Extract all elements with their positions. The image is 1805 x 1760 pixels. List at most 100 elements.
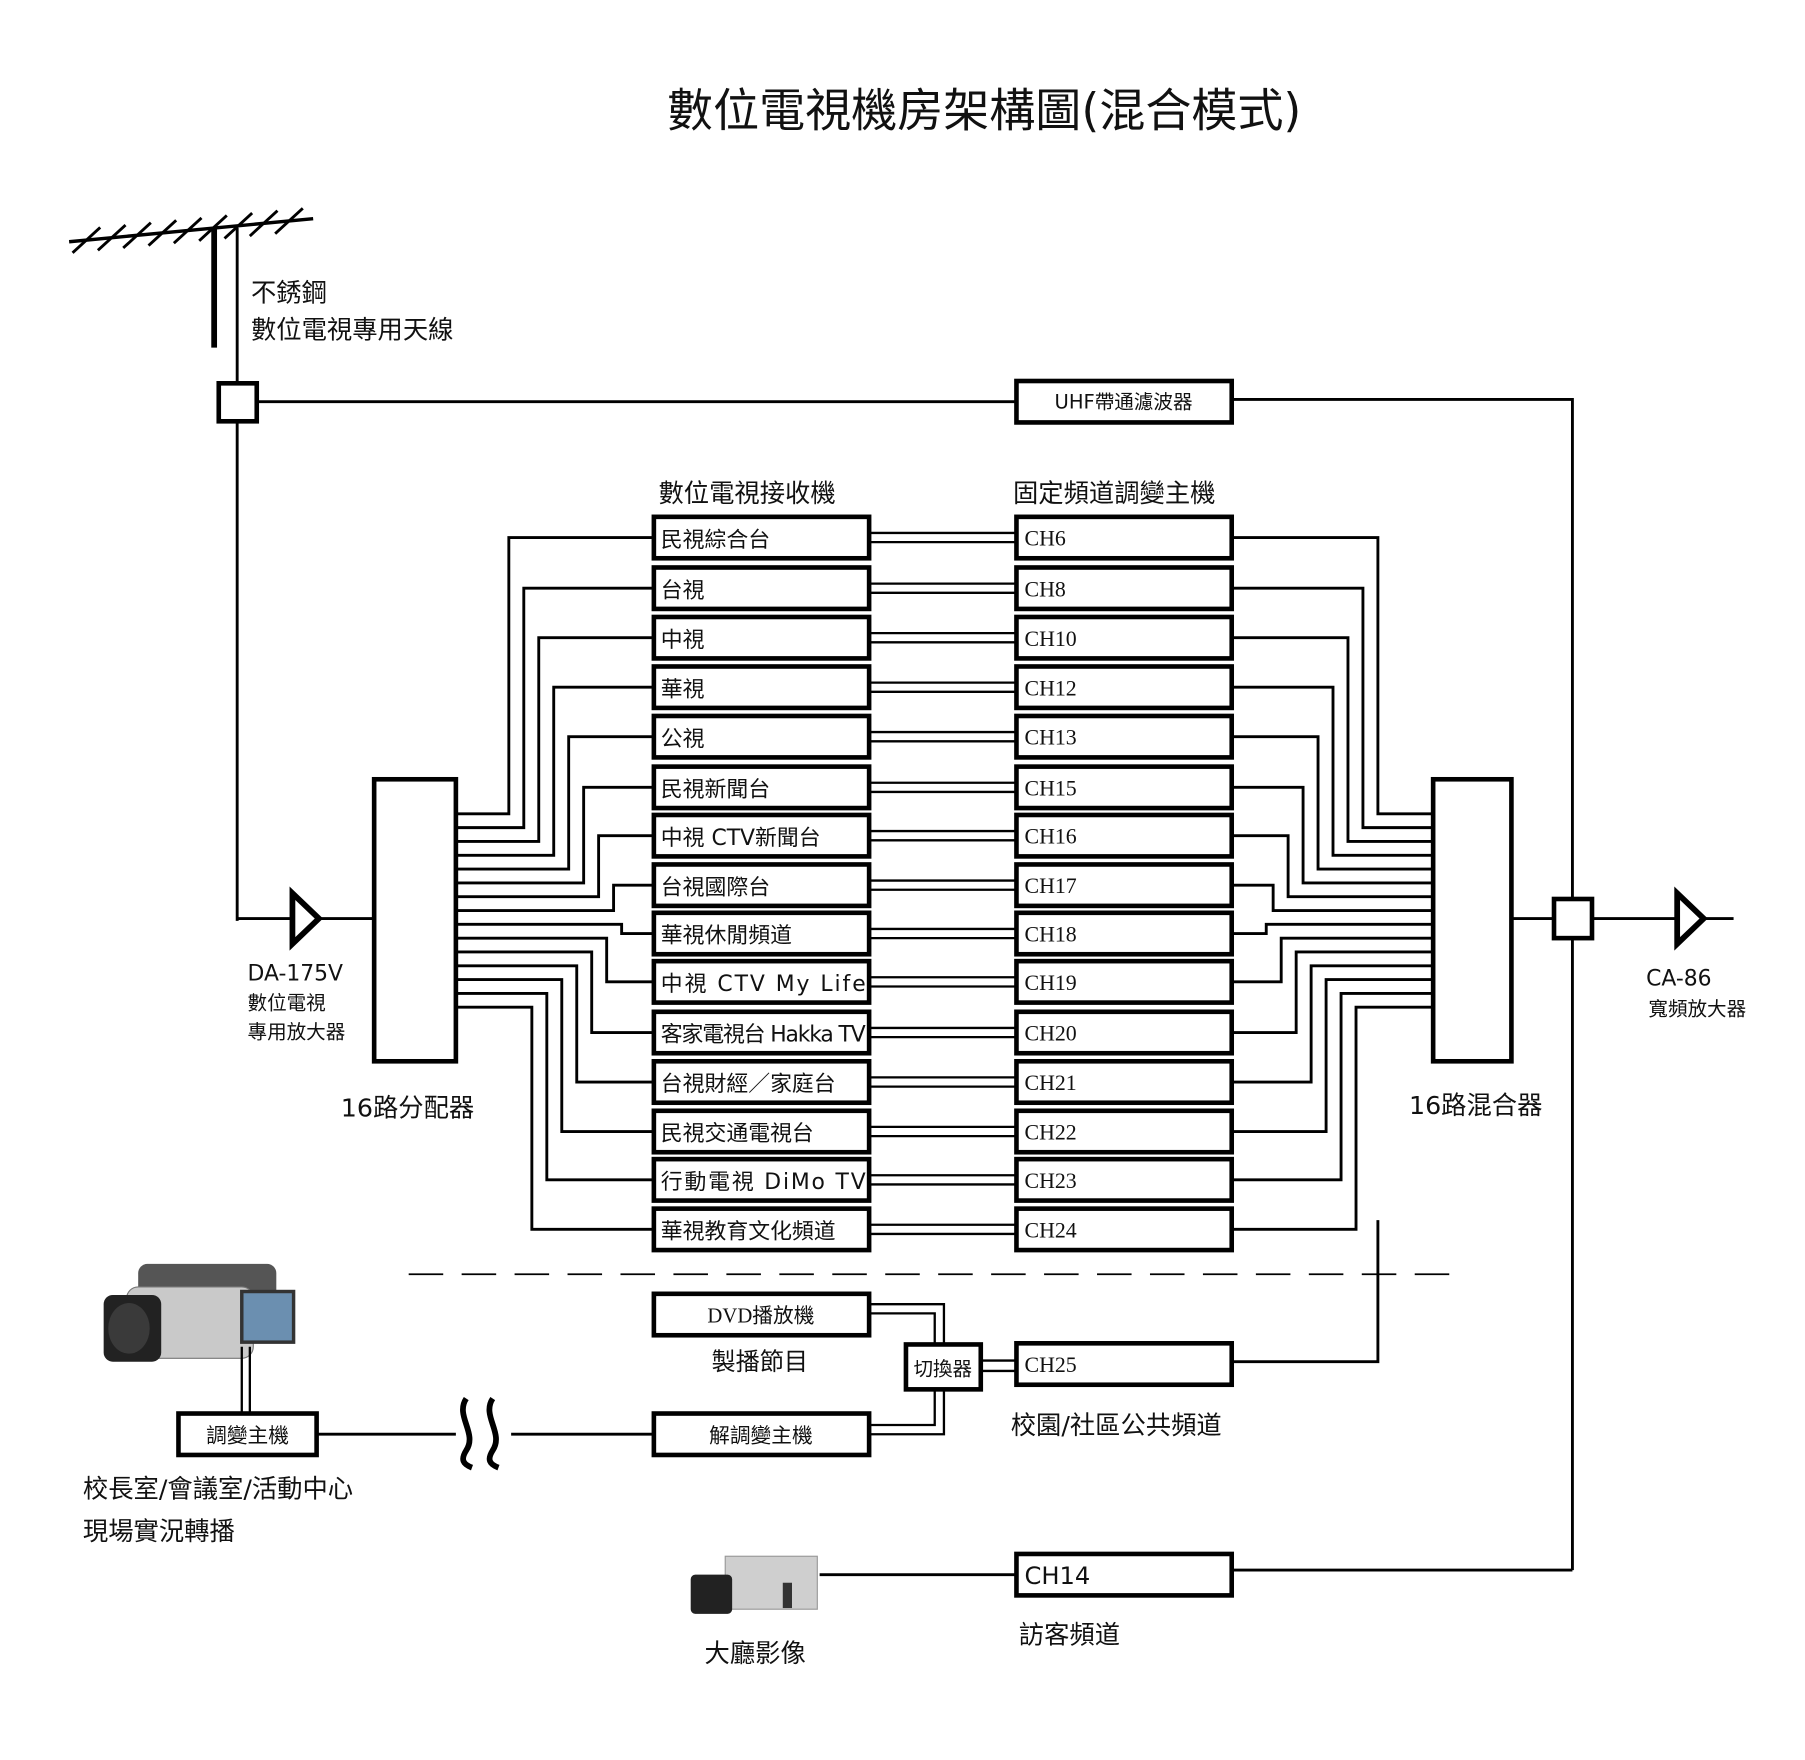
receiver-box [651, 958, 872, 1005]
mixer-input-wire [1231, 1005, 1434, 1231]
mixer-label: 16路混合器 [1409, 1090, 1542, 1120]
receiver-label: 台視財經／家庭台 [661, 1072, 836, 1097]
splitter-output-wire [455, 936, 654, 984]
channel-row: 民視綜合台 CH6 [455, 514, 1434, 816]
receiver-box [651, 1009, 872, 1056]
uhf-filter-label: UHF帶通濾波器 [1055, 391, 1193, 414]
channel-label: CH24 [1025, 1218, 1077, 1242]
demodulator-label: 解調變主機 [709, 1423, 813, 1447]
channel-row: 公視 CH13 [455, 713, 1434, 871]
dvd-caption: 製播節目 [711, 1348, 808, 1376]
splitter-output-wire [455, 834, 654, 899]
receiver-box [651, 713, 872, 760]
splitter-output-wire [455, 536, 654, 816]
modulator-box [176, 1411, 319, 1458]
demodulator-box [651, 1411, 872, 1458]
receiver-box [651, 614, 872, 661]
mixer-box [1430, 776, 1514, 1064]
modulator-channel-box [1014, 514, 1235, 561]
receiver-label: 中視 CTV新聞台 [661, 826, 821, 851]
channel-label: CH23 [1025, 1169, 1077, 1193]
amp-left-model: DA-175V [248, 962, 344, 987]
receiver-box [651, 1206, 872, 1253]
receiver-label: 中視 CTV My Life [661, 972, 866, 997]
mixer-input-wire [1231, 636, 1434, 843]
receiver-box [651, 664, 872, 711]
mixer-input-wire [1231, 785, 1434, 885]
modulators-header: 固定頻道調變主機 [1013, 478, 1215, 508]
splitter-output-wire [455, 735, 654, 871]
channel-label: CH21 [1025, 1071, 1077, 1095]
live-caption-1: 校長室/會議室/活動中心 [83, 1474, 353, 1504]
receiver-box [651, 1058, 872, 1106]
splitter-output-wire [455, 978, 654, 1133]
splitter-output-wire [455, 991, 654, 1182]
modulator-channel-box [1014, 862, 1235, 909]
receiver-box [651, 1108, 872, 1155]
ch14-box [1014, 1551, 1235, 1598]
amp-right-line2: 寬頻放大器 [1648, 997, 1746, 1020]
live-caption-2: 現場實況轉播 [83, 1516, 235, 1546]
modulator-channel-box [1014, 764, 1235, 811]
antenna-icon [68, 207, 314, 348]
antenna-label-2: 數位電視專用天線 [251, 314, 453, 344]
mixer-input-wire [1231, 922, 1434, 935]
modulator-channel-box [1014, 713, 1235, 760]
uhf-filter-box [1014, 378, 1235, 425]
splitter-output-wire [455, 883, 654, 912]
receiver-label: 民視綜合台 [661, 528, 770, 553]
splitter-output-wire [455, 586, 654, 830]
modulator-label: 調變主機 [206, 1423, 289, 1447]
mixer-input-wire [1231, 685, 1434, 857]
dvd-player-box [651, 1291, 872, 1338]
page-title: 數位電視機房架構圖(混合模式) [667, 84, 1301, 138]
mixer-input-wire [1231, 586, 1434, 830]
camcorder-icon [103, 1263, 296, 1362]
receiver-box [651, 910, 872, 957]
receiver-box [651, 514, 872, 561]
channel-label: CH8 [1025, 577, 1066, 601]
switcher-label: 切換器 [913, 1358, 972, 1381]
mixer-input-wire [1231, 735, 1434, 871]
mixer-input-wire [1231, 978, 1434, 1133]
mixer-input-wire [1231, 834, 1434, 899]
modulator-channel-box [1014, 812, 1235, 859]
channel-row: 中視 CTV My Life CH19 [455, 936, 1434, 1005]
antenna-tap-box [216, 381, 260, 424]
receiver-box [651, 862, 872, 909]
modulator-channel-box [1014, 1058, 1235, 1106]
lobby-caption: 大廳影像 [705, 1638, 806, 1668]
mixer-input-wire [1231, 536, 1434, 816]
mixer-input-wire [1231, 883, 1434, 912]
channel-label: CH12 [1025, 676, 1077, 700]
splitter-box [371, 776, 459, 1064]
receiver-label: 民視新聞台 [661, 778, 770, 803]
mixer-input-wire [1231, 991, 1434, 1182]
amplifier-left-icon [289, 886, 324, 951]
modulator-channel-box [1014, 565, 1235, 612]
receiver-label: 台視國際台 [661, 875, 770, 900]
channel-label: CH19 [1025, 971, 1077, 995]
receivers-header: 數位電視接收機 [658, 478, 835, 508]
receiver-label: 公視 [661, 727, 705, 752]
splitter-output-wire [455, 922, 654, 935]
channel-label: CH6 [1025, 527, 1066, 551]
security-camera-icon [690, 1555, 818, 1614]
channel-label: CH15 [1025, 776, 1077, 800]
receiver-label: 民視交通電視台 [661, 1122, 814, 1147]
channel-label: CH16 [1025, 825, 1077, 849]
splitter-label: 16路分配器 [341, 1093, 474, 1123]
receiver-label: 客家電視台 Hakka TV [661, 1023, 866, 1048]
mixer-input-wire [1231, 950, 1434, 1034]
channel-label: CH13 [1025, 726, 1077, 750]
channel-label: CH17 [1025, 874, 1077, 898]
channel-label: CH22 [1025, 1121, 1077, 1145]
modulator-channel-box [1014, 958, 1235, 1005]
